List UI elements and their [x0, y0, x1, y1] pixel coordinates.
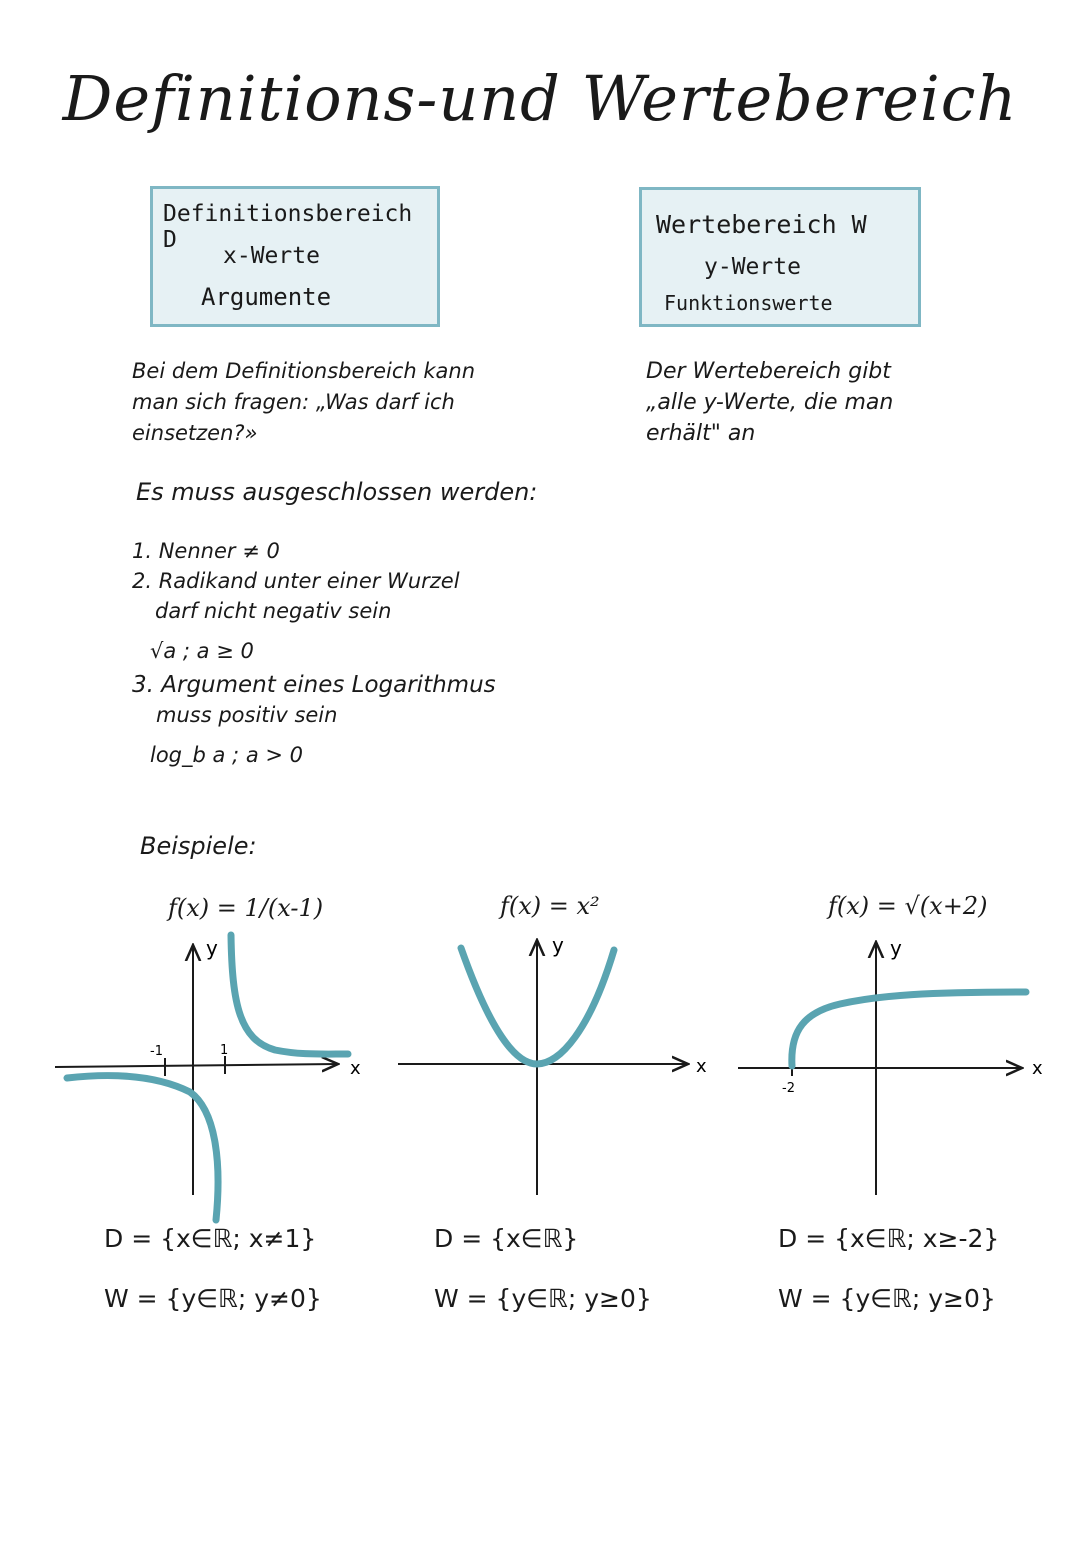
curve-left-branch [63, 1072, 222, 1224]
tick-label: -2 [782, 1081, 795, 1096]
domain-set-3: D = {x∈ℝ; x≥-2} [778, 1224, 1000, 1253]
domain-set-1: D = {x∈ℝ; x≠1} [104, 1224, 317, 1253]
range-note-line: „alle y-Werte, die man [646, 390, 894, 415]
exclusion-heading: Es muss ausgeschlossen werden: [136, 478, 538, 506]
range-box-function-values: Funktionswerte [664, 291, 833, 315]
graph-parabola: x y [398, 933, 707, 1195]
rule-2: 2. Radikand unter einer Wurzel [132, 569, 460, 593]
rule-3-formula: log_b a ; a > 0 [150, 743, 303, 767]
curve-parabola [457, 944, 618, 1068]
definition-box-arguments: Argumente [201, 283, 332, 311]
rule-2-detail: darf nicht negativ sein [155, 599, 392, 623]
curve-right-branch [227, 931, 352, 1058]
definition-note-line: einsetzen?» [132, 421, 258, 445]
function-label-1: f(x) = 1/(x-1) [168, 894, 324, 922]
range-box-y-values: y-Werte [704, 254, 801, 280]
range-set-1: W = {y∈ℝ; y≠0} [104, 1284, 322, 1313]
examples-heading: Beispiele: [140, 832, 257, 860]
range-set-2: W = {y∈ℝ; y≥0} [434, 1284, 652, 1313]
x-axis [54, 1064, 338, 1067]
function-label-3: f(x) = √(x+2) [828, 892, 988, 920]
range-note-line: erhält" an [646, 421, 756, 446]
definition-box: Definitionsbereich D x-Werte Argumente [150, 186, 440, 327]
rule-2-formula: √a ; a ≥ 0 [150, 639, 254, 663]
range-box-heading: Wertebereich W [656, 210, 867, 239]
graph-reciprocal: -1 1 x y [54, 931, 361, 1224]
definition-box-heading: Definitionsbereich D [163, 201, 413, 253]
y-axis-label: y [206, 936, 218, 960]
definition-note-line: man sich fragen: „Was darf ich [132, 390, 455, 414]
graph-square-root: -2 x y [738, 936, 1043, 1195]
y-axis-label: y [890, 936, 902, 960]
rule-3: 3. Argument eines Logarithmus [132, 672, 496, 698]
domain-set-2: D = {x∈ℝ} [434, 1224, 579, 1253]
rule-3-detail: muss positiv sein [156, 703, 338, 727]
y-axis-label: y [552, 933, 564, 957]
page-title: Definitions-und Wertebereich [62, 62, 1018, 135]
definition-note: Bei dem Definitionsbereich kann man sich… [132, 356, 475, 449]
range-box: Wertebereich W y-Werte Funktionswerte [639, 187, 921, 327]
range-note: Der Wertebereich gibt „alle y-Werte, die… [646, 356, 893, 449]
tick-label: 1 [220, 1043, 228, 1058]
function-label-2: f(x) = x² [500, 892, 600, 920]
tick-label: -1 [150, 1044, 163, 1059]
x-axis-label: x [696, 1056, 707, 1077]
definition-note-line: Bei dem Definitionsbereich kann [132, 359, 476, 383]
definition-box-x-values: x-Werte [223, 243, 320, 269]
x-axis-label: x [1032, 1058, 1043, 1079]
rule-1: 1. Nenner ≠ 0 [132, 539, 280, 563]
range-set-3: W = {y∈ℝ; y≥0} [778, 1284, 996, 1313]
range-note-line: Der Wertebereich gibt [646, 359, 891, 384]
x-axis-label: x [350, 1058, 361, 1079]
curve-square-root [788, 988, 1030, 1070]
